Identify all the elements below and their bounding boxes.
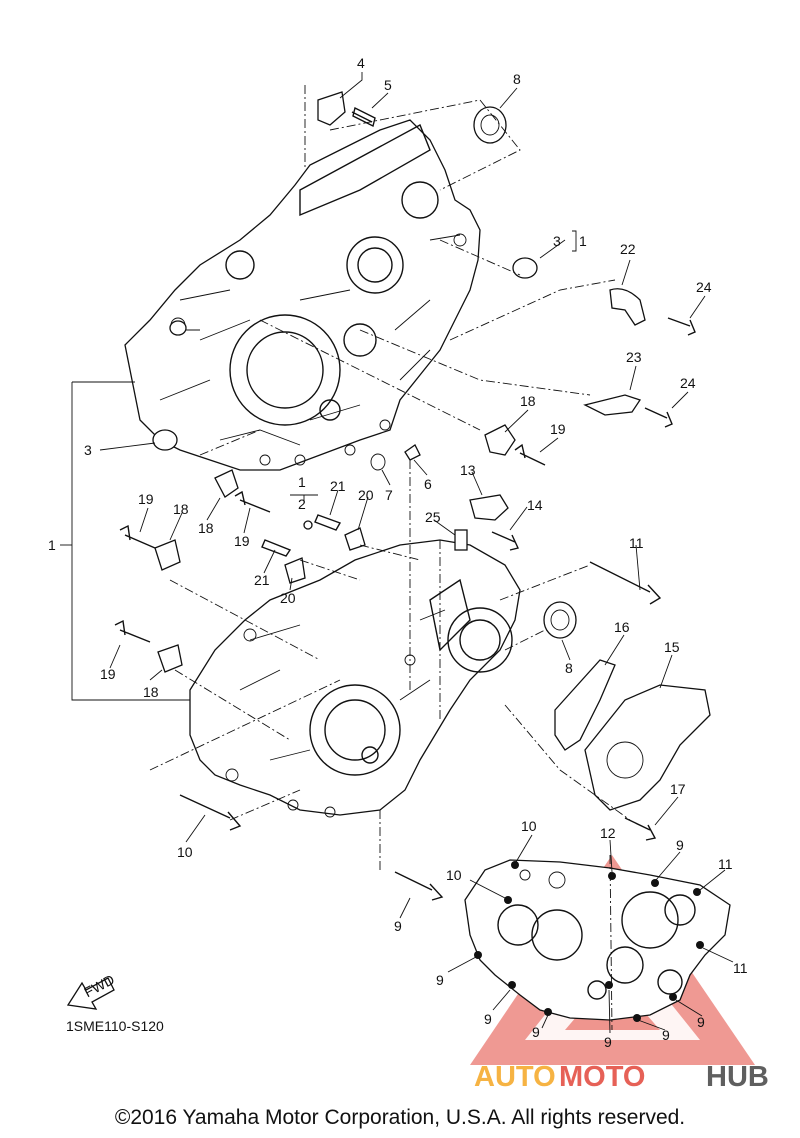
bolt-pattern-inset <box>464 859 731 1022</box>
part-16-guide-plate <box>554 659 616 751</box>
fwd-arrow-icon: FWD <box>66 971 117 1010</box>
callout-16: 16 <box>614 619 630 635</box>
part-4-bracket <box>317 91 346 126</box>
part-23-clamp <box>583 394 642 416</box>
part-18-plate-right <box>484 424 516 456</box>
part-6-bolt <box>404 444 421 461</box>
assembly-lines <box>149 85 631 1031</box>
callout-12: 12 <box>600 825 616 841</box>
part-19-bolt-right <box>514 443 546 466</box>
part-3-dowel-left <box>152 429 178 451</box>
callout-9-bolt: 9 <box>394 918 402 934</box>
part-22-clamp <box>609 288 646 326</box>
part-2-dowel <box>303 520 313 530</box>
callout-1-right: 1 <box>579 233 587 249</box>
callout-21-upper: 21 <box>330 478 346 494</box>
part-9-bolt-center <box>394 871 444 901</box>
part-5-bolt <box>351 106 376 128</box>
part-21-stud-upper <box>314 514 342 531</box>
part-15-sprocket-cover <box>584 684 711 811</box>
part-14-bolt <box>491 531 519 551</box>
callout-18-low: 18 <box>143 684 159 700</box>
watermark-text: AUTO MOTO HUB <box>474 1061 769 1093</box>
watermark-auto: AUTO <box>474 1061 556 1093</box>
callout-9-left: 9 <box>436 972 444 988</box>
part-7-washer <box>370 453 386 471</box>
callout-11-top: 11 <box>629 535 644 551</box>
callout-labels: 4 5 8 3 1 22 24 23 24 18 19 3 7 6 13 14 … <box>48 55 748 1050</box>
callout-19-low: 19 <box>100 666 116 682</box>
callout-4: 4 <box>357 55 365 71</box>
callout-24-lower: 24 <box>680 375 696 391</box>
part-18-plate-left <box>154 539 181 571</box>
watermark-moto: MOTO <box>559 1061 645 1093</box>
copyright-notice: ©2016 Yamaha Motor Corporation, U.S.A. A… <box>115 1106 685 1129</box>
callout-1-sub: 1 <box>298 474 306 490</box>
part-19-bolt-mid <box>234 490 271 513</box>
callout-19-mid: 19 <box>234 533 250 549</box>
callout-22: 22 <box>620 241 636 257</box>
callout-18-mid: 18 <box>198 520 214 536</box>
callout-9-bottom-b: 9 <box>604 1034 612 1050</box>
callout-1-left: 1 <box>48 537 56 553</box>
callout-13: 13 <box>460 462 476 478</box>
part-19-bolt-low <box>114 619 151 643</box>
callout-7: 7 <box>385 487 393 503</box>
callout-20-upper: 20 <box>358 487 374 503</box>
callout-10-left: 10 <box>177 844 193 860</box>
diagram-code: 1SME110-S120 <box>66 1018 164 1034</box>
callout-19-right: 19 <box>550 421 566 437</box>
part-25-pipe <box>454 529 468 551</box>
callout-6: 6 <box>424 476 432 492</box>
part-8-seal-lower <box>543 601 577 639</box>
leader-lines <box>60 72 734 1034</box>
part-20-plate-upper <box>344 527 366 551</box>
callout-3-left: 3 <box>84 442 92 458</box>
part-10-bolt-left <box>179 794 242 831</box>
callout-9-top: 9 <box>676 837 684 853</box>
callout-15: 15 <box>664 639 680 655</box>
callout-21-lower: 21 <box>254 572 270 588</box>
callout-23: 23 <box>626 349 642 365</box>
callout-17: 17 <box>670 781 686 797</box>
callout-18-right: 18 <box>520 393 536 409</box>
callout-25: 25 <box>425 509 441 525</box>
callout-8-upper: 8 <box>513 71 521 87</box>
watermark-hub: HUB <box>706 1061 769 1093</box>
callout-19-left: 19 <box>138 491 154 507</box>
callout-11-right: 11 <box>718 856 733 872</box>
callout-24-upper: 24 <box>696 279 712 295</box>
callout-9-lowleft: 9 <box>484 1011 492 1027</box>
callout-8-lower: 8 <box>565 660 573 676</box>
callout-5: 5 <box>384 77 392 93</box>
callout-2: 2 <box>298 496 306 512</box>
part-24-bolt-upper <box>667 317 696 336</box>
part-3-dowel-right <box>512 257 538 279</box>
part-24-bolt-lower <box>644 407 673 428</box>
left-crankcase-half <box>124 119 481 471</box>
part-18-plate-low <box>157 644 183 673</box>
callout-9-bottom-d: 9 <box>697 1014 705 1030</box>
callout-9-bottom-a: 9 <box>532 1024 540 1040</box>
callout-11-lower: 11 <box>733 960 748 976</box>
callout-14: 14 <box>527 497 543 513</box>
right-crankcase-half <box>189 539 521 818</box>
callout-10-inset: 10 <box>446 867 462 883</box>
callout-18-left: 18 <box>173 501 189 517</box>
part-19-bolt-left <box>119 524 156 549</box>
callout-10-top: 10 <box>521 818 537 834</box>
part-17-bolt <box>624 817 657 841</box>
callout-20-lower: 20 <box>280 590 296 606</box>
part-8-seal-upper <box>473 106 507 144</box>
part-13-bracket <box>469 494 509 521</box>
small-parts: FWD <box>66 91 711 1010</box>
callout-9-bottom-c: 9 <box>662 1027 670 1043</box>
part-18-plate-mid <box>214 469 239 498</box>
part-21-stud-lower <box>261 539 292 557</box>
part-11-bolt <box>589 561 662 605</box>
callout-3-right: 3 <box>553 233 561 249</box>
part-20-plate-lower <box>284 557 306 584</box>
part-3-dowel-top <box>169 320 187 336</box>
